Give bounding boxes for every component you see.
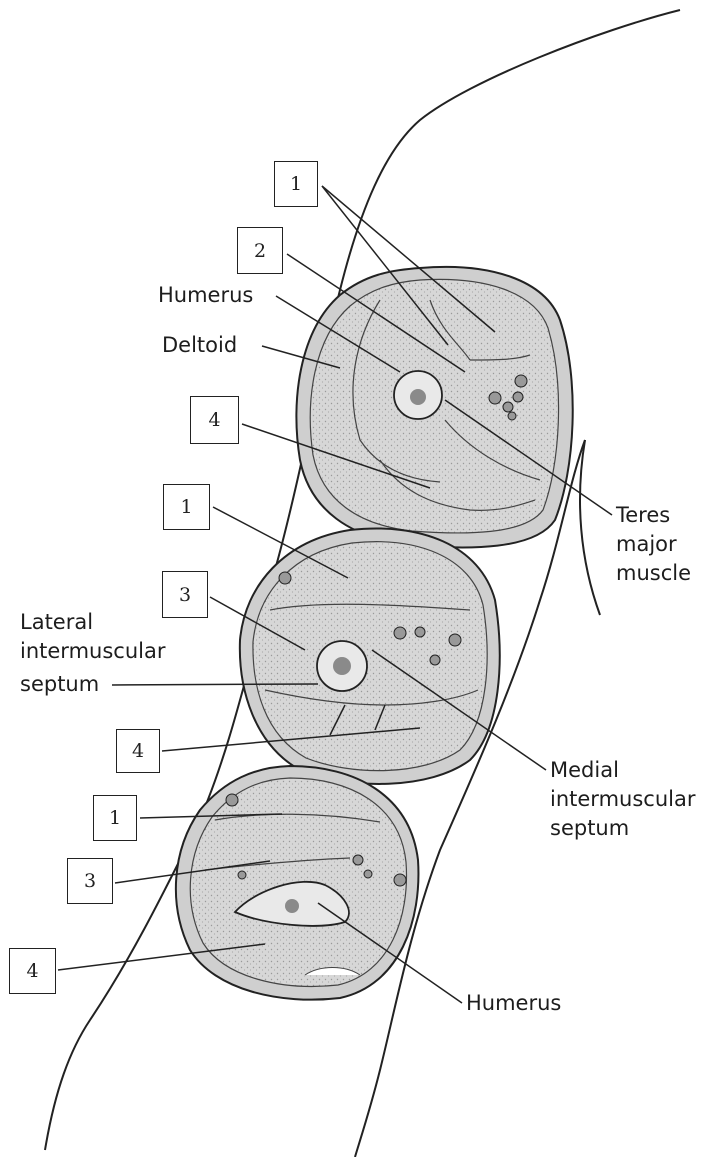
humerus-label-bottom: Humerus xyxy=(466,991,561,1015)
deltoid-label: Deltoid xyxy=(162,333,237,357)
teres-label-line2: major xyxy=(616,532,677,556)
medial-septum-label-line2: intermuscular xyxy=(550,787,695,811)
number-box-bot-1: 1 xyxy=(93,795,137,841)
middle-cross-section xyxy=(240,528,500,783)
number-box-bot-4: 4 xyxy=(9,948,56,994)
medial-septum-label-line1: Medial xyxy=(550,758,619,782)
lateral-septum-label-line2: intermuscular xyxy=(20,639,165,663)
number-box-top-2: 2 xyxy=(237,227,283,274)
lateral-septum-label-line3: septum xyxy=(20,672,99,696)
bottom-cross-section xyxy=(176,766,419,1000)
number-box-mid-1: 1 xyxy=(163,484,210,530)
number-box-bot-3: 3 xyxy=(67,858,113,904)
medial-septum-label-line3: septum xyxy=(550,816,629,840)
number-box-top-1: 1 xyxy=(274,161,318,207)
axilla-curve xyxy=(580,440,600,615)
mid-humerus-marrow xyxy=(333,657,351,675)
bot-humerus-marrow xyxy=(285,899,299,913)
teres-label-line3: muscle xyxy=(616,561,691,585)
number-box-mid-4: 4 xyxy=(116,729,160,773)
humerus-label-top: Humerus xyxy=(158,283,253,307)
leader-lateral-septum xyxy=(112,684,318,685)
number-box-top-4: 4 xyxy=(190,396,239,444)
lateral-septum-label-line1: Lateral xyxy=(20,610,93,634)
top-cross-section xyxy=(296,267,572,548)
top-humerus-marrow xyxy=(410,389,426,405)
teres-label-line1: Teres xyxy=(616,503,670,527)
number-box-mid-3: 3 xyxy=(162,571,208,618)
